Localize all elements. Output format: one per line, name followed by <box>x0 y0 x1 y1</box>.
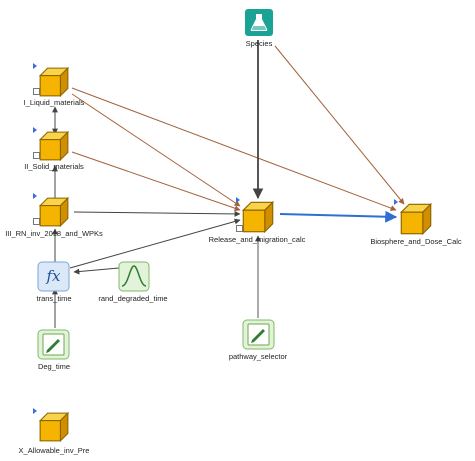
flask-icon[interactable] <box>245 9 273 36</box>
node-label-allowable-inv: X_Allowable_inv_Pre <box>18 446 90 455</box>
expand-box-icon[interactable] <box>33 88 40 95</box>
expand-triangle-icon <box>33 63 37 69</box>
selector-pencil-icon[interactable] <box>242 319 275 350</box>
function-fx-icon[interactable] <box>37 261 70 292</box>
node-label-liquid-materials: I_Liquid_materials <box>23 98 85 107</box>
container-cube-icon[interactable] <box>400 203 432 235</box>
expand-triangle-icon <box>394 199 398 205</box>
distribution-bell-icon[interactable] <box>118 261 150 292</box>
node-label-solid-materials: II_Solid_materials <box>24 162 84 171</box>
container-cube-icon[interactable] <box>39 131 69 161</box>
expand-box-icon[interactable] <box>33 152 40 159</box>
expand-triangle-icon <box>33 408 37 414</box>
expand-triangle-icon <box>33 127 37 133</box>
arrow-randdeg-to-transtime <box>73 267 120 275</box>
arrow-liquid-to-release <box>71 93 241 207</box>
selector-pencil-icon[interactable] <box>37 329 70 360</box>
expand-box-icon[interactable] <box>33 218 40 225</box>
fx-glyph: fx <box>45 267 61 285</box>
arrow-liquid-to-biosphere <box>71 87 397 211</box>
arrow-release-to-biosphere <box>279 210 398 223</box>
arrow-species-to-biosphere <box>274 45 405 205</box>
node-label-species: Species <box>245 39 273 48</box>
expand-box-icon[interactable] <box>236 225 243 232</box>
container-cube-icon[interactable] <box>39 67 69 97</box>
expand-triangle-icon <box>236 197 240 203</box>
node-label-biosphere-dose: Biosphere_and_Dose_Calc <box>370 237 462 246</box>
arrow-solid-to-release <box>71 151 241 212</box>
expand-triangle-icon <box>33 193 37 199</box>
arrow-transtime-to-release <box>69 218 241 269</box>
node-label-rn-inv: III_RN_inv_2018_and_WPKs <box>5 229 103 238</box>
node-label-trans-time: trans_time <box>36 294 72 303</box>
node-label-release-migration: Release_and_migration_calc <box>208 235 306 244</box>
node-label-rand-degraded-time: rand_degraded_time <box>98 294 168 303</box>
container-cube-icon[interactable] <box>39 197 69 227</box>
node-label-pathway-selector: pathway_selector <box>228 352 288 361</box>
container-cube-icon[interactable] <box>39 412 69 442</box>
container-cube-icon[interactable] <box>242 201 274 233</box>
arrow-rninv-to-release <box>73 210 241 217</box>
node-label-deg-time: Deg_time <box>37 362 71 371</box>
